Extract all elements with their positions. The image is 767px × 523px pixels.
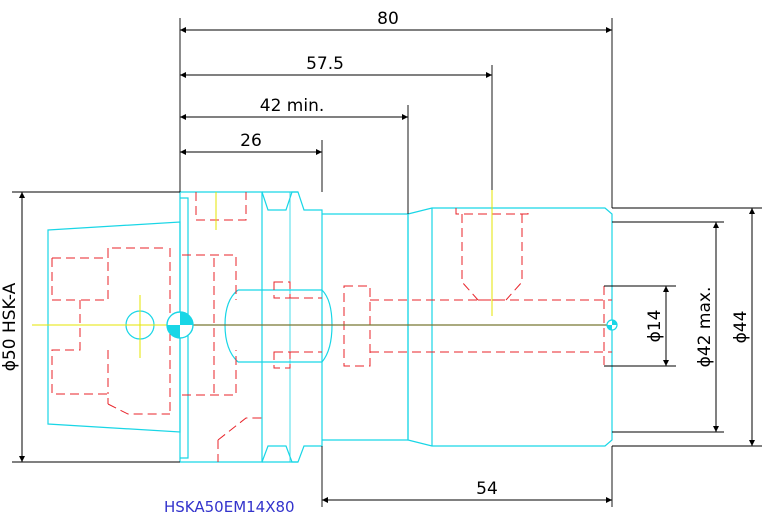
- dim-shank-diameter: ϕ50 HSK-A: [0, 282, 20, 371]
- center-marker-right: [606, 319, 618, 331]
- part-code-label: HSKA50EM14X80: [164, 498, 295, 516]
- dim-overall-length: 80: [377, 9, 399, 29]
- dim-body-length: 54: [476, 479, 498, 499]
- dim-bore-diameter: ϕ14: [645, 310, 665, 343]
- dim-body-diameter: ϕ44: [731, 311, 751, 344]
- dim-max-diameter: ϕ42 max.: [695, 287, 715, 368]
- center-lines: [32, 190, 612, 358]
- dim-min-length: 42 min.: [260, 96, 325, 116]
- dim-bore-depth: 57.5: [306, 54, 344, 74]
- hidden-lines: [51, 192, 612, 462]
- dim-flange-length: 26: [240, 131, 262, 151]
- extension-lines: [12, 18, 762, 507]
- dimension-lines: [19, 27, 755, 503]
- center-marker-left: [166, 311, 194, 339]
- part-outline: [47, 191, 613, 463]
